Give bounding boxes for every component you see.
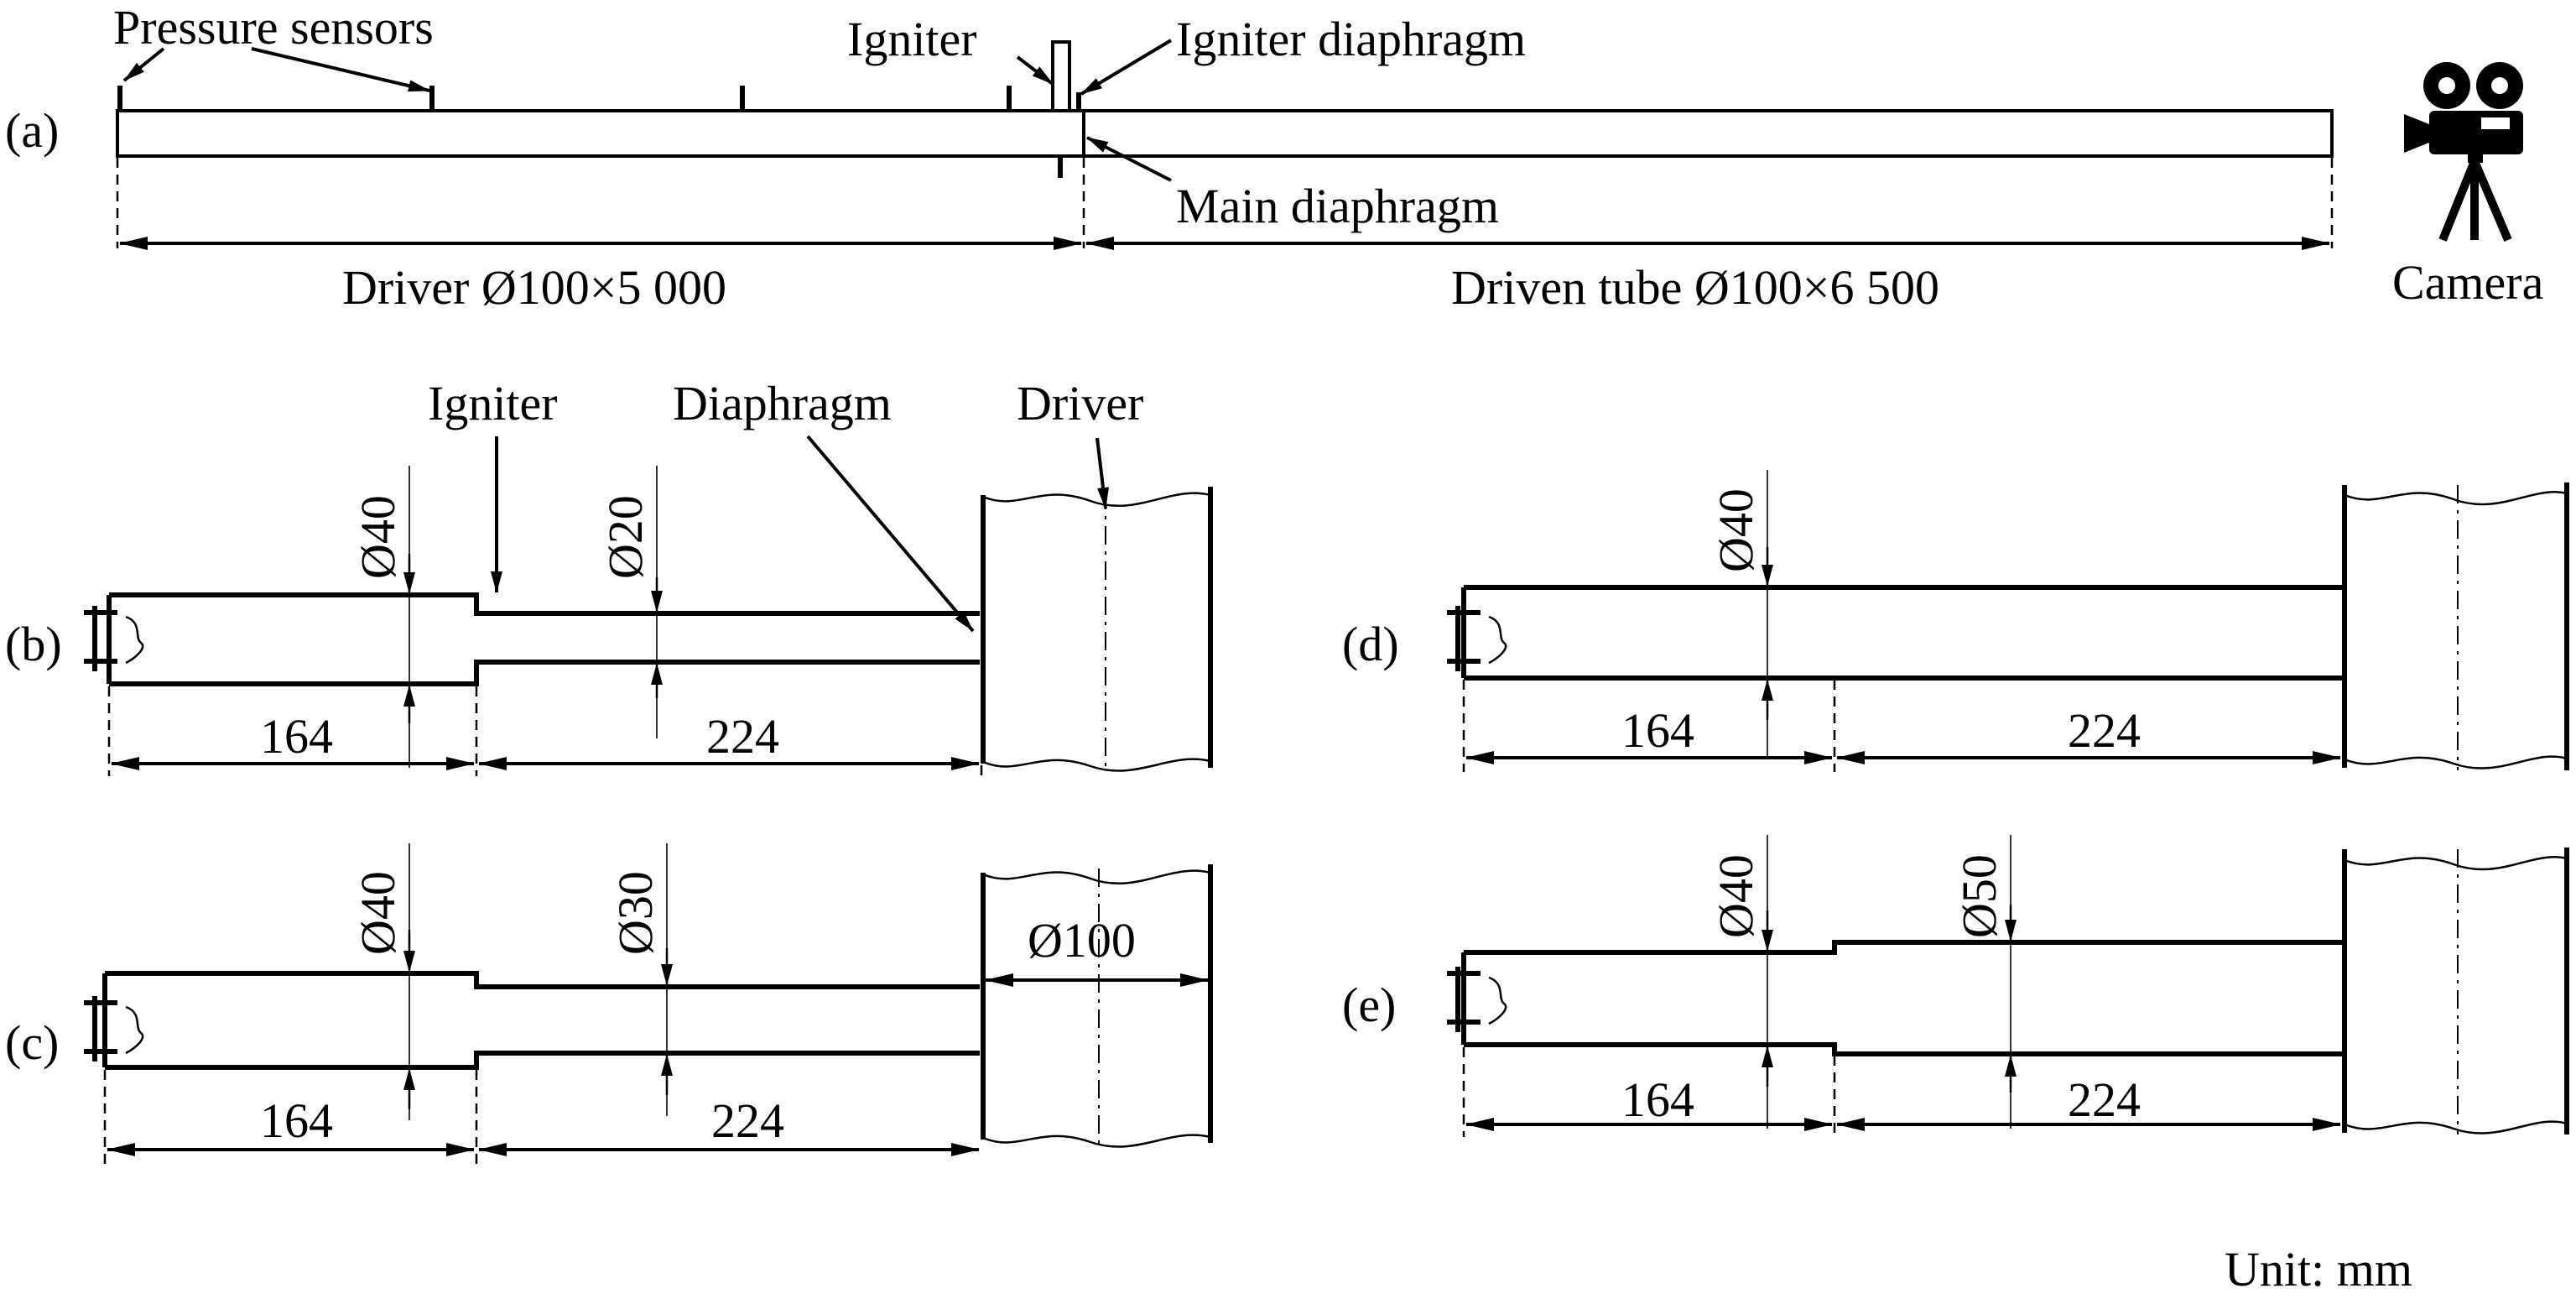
driver-stub-e [2344,848,2569,1134]
len-label-d1: 164 [1621,703,1694,758]
camera-label: Camera [2392,255,2543,310]
len-label-e1: 164 [1621,1072,1694,1127]
driver-dim-label: Driver Ø100×5 000 [342,260,726,315]
dia-label-b2: Ø20 [598,495,653,579]
len-label-c1: 164 [260,1093,333,1148]
flange-clamp [84,996,144,1061]
flange-clamp [84,606,144,671]
diaphragm-leader-b [806,435,975,633]
panel-e: (e) Ø40 Ø50 164 224 [1342,835,2569,1137]
len-label-e2: 224 [2068,1072,2141,1127]
panel-d: (d) Ø40 164 224 [1342,470,2569,772]
tube-section-d40 [109,592,980,616]
igniter-label: Igniter [847,12,977,66]
dia-label-e1: Ø40 [1709,854,1763,938]
main-diaphragm-label: Main diaphragm [1176,179,1499,233]
igniter-block [1051,40,1071,112]
dia-label-d1: Ø40 [1709,488,1763,572]
main-diaphragm-leader [1086,136,1172,182]
panel-a: (a) Pressure sensors Igniter Igniter dia… [5,0,2543,315]
driver-stub-b [981,487,1213,772]
dia-label-b1: Ø40 [351,495,405,579]
pressure-sensor-leader-2 [251,47,430,92]
driven-tube [1082,109,2334,158]
pressure-sensor-leader-1 [122,47,165,82]
driver-label-b: Driver [1017,376,1143,430]
panel-b-tag: (b) [5,617,62,671]
len-label-b1: 164 [260,709,333,764]
panel-a-tag: (a) [5,103,59,158]
panel-e-tag: (e) [1342,978,1396,1032]
driver-leader-b [1095,437,1109,509]
dia-label-c1: Ø40 [351,871,405,955]
igniter-leader [1016,55,1054,86]
panel-c: (c) Ø40 Ø30 Ø100 164 [5,843,1213,1166]
igniter-label-b: Igniter [428,376,558,430]
igniter-diaphragm-label: Igniter diaphragm [1176,12,1526,66]
driver-stub-c [982,864,1213,1148]
panel-b: (b) Ø40 Ø20 [5,376,1213,776]
len-label-c2: 224 [711,1093,784,1148]
diaphragm-label-b: Diaphragm [673,376,892,430]
panel-d-tag: (d) [1342,617,1399,671]
panel-c-tag: (c) [5,1015,59,1070]
dia-label-e2: Ø50 [1952,854,2006,938]
dia-label-c3: Ø100 [1028,913,1136,968]
camera-icon [2404,62,2523,242]
unit-note: Unit: mm [2225,1242,2412,1296]
driven-dim-label: Driven tube Ø100×6 500 [1451,260,1939,315]
driver-stub-d [2344,482,2569,770]
driver-tube [116,109,1085,158]
dia-label-c2: Ø30 [608,871,663,955]
flange-clamp [1447,606,1507,671]
igniter-diaphragm-leader [1080,39,1173,96]
tube-section-d40-bottom [109,660,980,686]
len-label-b2: 224 [706,709,779,764]
pressure-sensors-label: Pressure sensors [113,0,434,55]
len-label-d2: 224 [2068,703,2141,758]
flange-clamp [1447,967,1507,1032]
